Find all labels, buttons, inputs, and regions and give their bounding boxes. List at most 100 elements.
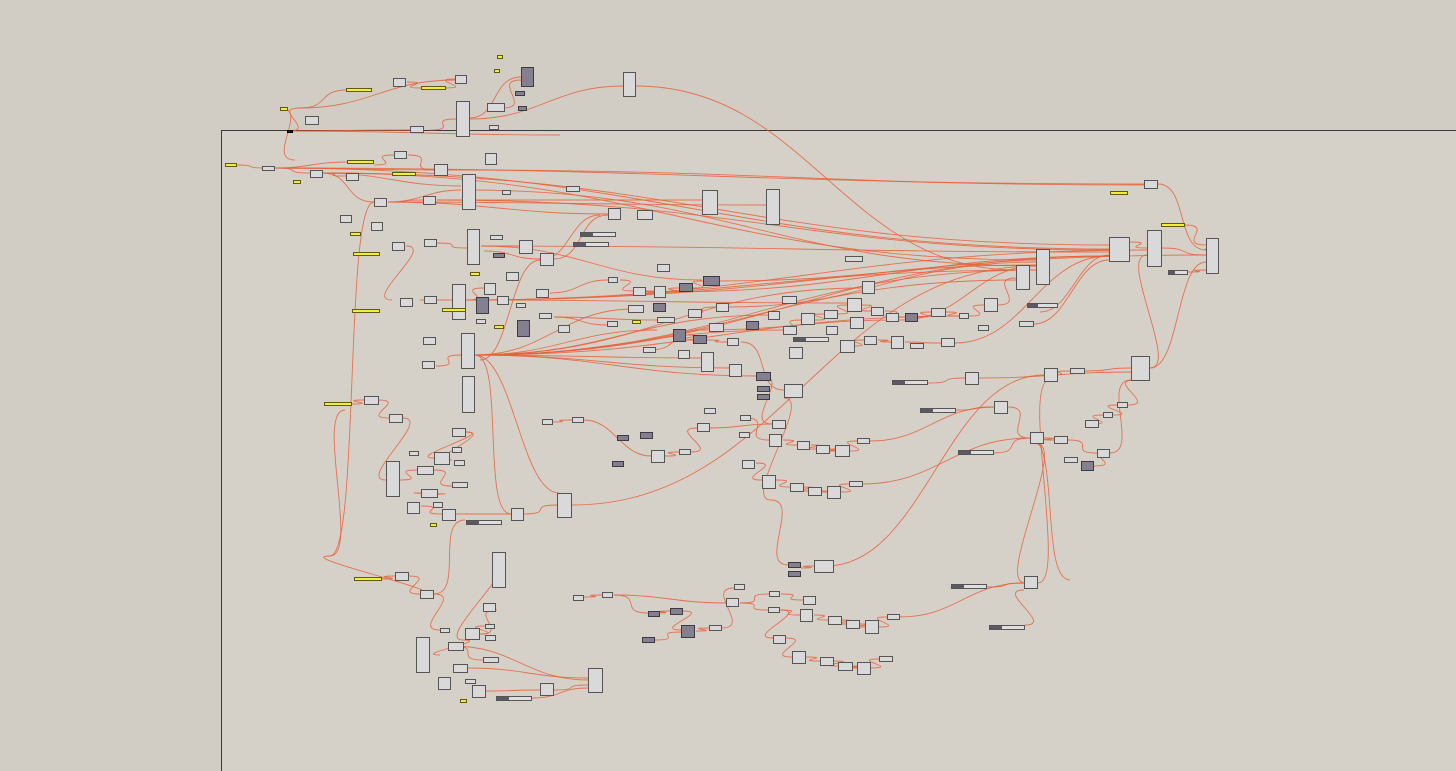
component-box[interactable] [824,310,838,319]
component-box[interactable] [709,625,722,631]
component-box[interactable] [1206,238,1219,274]
component-box[interactable] [965,372,979,385]
panel-box[interactable] [430,523,437,527]
parameter-box[interactable] [679,283,693,292]
component-box[interactable] [1044,368,1058,382]
component-box[interactable] [1085,420,1099,428]
parameter-box[interactable] [515,91,525,96]
component-box[interactable] [454,460,465,466]
component-box[interactable] [409,451,419,456]
component-box[interactable] [816,445,830,454]
panel-box[interactable] [225,163,237,167]
component-box[interactable] [709,323,724,332]
component-box[interactable] [701,352,714,372]
component-box[interactable] [407,502,420,514]
component-box[interactable] [410,126,424,133]
number-slider[interactable] [1027,303,1058,308]
component-box[interactable] [769,434,782,447]
component-box[interactable] [492,552,506,588]
parameter-box[interactable] [693,335,707,344]
component-box[interactable] [506,272,519,281]
component-box[interactable] [1097,449,1110,458]
parameter-box[interactable] [640,432,653,439]
component-box[interactable] [588,668,603,693]
component-box[interactable] [628,305,644,313]
component-box[interactable] [452,447,462,453]
component-box[interactable] [540,253,554,266]
parameter-box[interactable] [757,394,770,400]
component-box[interactable] [465,679,476,684]
component-box[interactable] [516,303,526,308]
component-box[interactable] [835,445,850,457]
parameter-box[interactable] [670,608,683,615]
parameter-box[interactable] [493,253,505,258]
component-box[interactable] [392,242,405,251]
parameter-box[interactable] [905,313,918,322]
component-box[interactable] [1030,432,1044,444]
component-box[interactable] [1070,368,1085,374]
parameter-box[interactable] [518,106,527,111]
component-box[interactable] [1117,402,1128,408]
component-box[interactable] [727,338,739,346]
component-box[interactable] [1144,180,1158,189]
component-box[interactable] [416,637,430,673]
component-box[interactable] [374,198,387,207]
component-box[interactable] [540,683,554,696]
component-box[interactable] [371,222,383,231]
component-box[interactable] [536,289,549,298]
component-box[interactable] [797,441,810,450]
number-slider[interactable] [989,625,1025,630]
component-box[interactable] [768,311,780,320]
component-box[interactable] [803,596,816,605]
component-box[interactable] [768,607,780,613]
component-box[interactable] [394,151,407,159]
component-box[interactable] [782,296,797,304]
component-box[interactable] [497,296,509,305]
parameter-box[interactable] [1081,461,1094,471]
component-box[interactable] [489,125,499,130]
component-box[interactable] [346,173,359,181]
parameter-box[interactable] [746,321,759,330]
component-box[interactable] [487,103,505,112]
component-box[interactable] [483,657,499,663]
component-box[interactable] [607,321,618,327]
component-box[interactable] [857,438,870,444]
component-box[interactable] [769,591,780,597]
component-box[interactable] [456,101,470,137]
component-box[interactable] [417,466,434,475]
parameter-box[interactable] [756,372,771,381]
component-box[interactable] [608,277,618,283]
component-box[interactable] [389,414,403,423]
component-box[interactable] [519,240,533,254]
component-box[interactable] [455,75,467,84]
component-box[interactable] [704,408,716,414]
component-box[interactable] [386,461,400,497]
component-box[interactable] [850,317,864,329]
number-slider[interactable] [951,584,987,589]
panel-box[interactable] [442,308,466,312]
panel-box[interactable] [352,309,380,313]
component-box[interactable] [931,308,946,317]
panel-box[interactable] [632,320,641,324]
component-box[interactable] [485,153,497,165]
component-box[interactable] [827,486,841,499]
component-box[interactable] [657,317,675,323]
panel-box[interactable] [460,699,467,703]
component-box[interactable] [886,313,899,322]
panel-box[interactable] [497,55,503,59]
component-box[interactable] [573,595,584,601]
component-box[interactable] [424,239,437,247]
component-box[interactable] [862,281,875,294]
component-box[interactable] [887,614,900,620]
component-box[interactable] [637,210,653,220]
number-slider[interactable] [466,520,502,525]
panel-box[interactable] [346,88,372,92]
component-box[interactable] [340,215,352,223]
parameter-box[interactable] [517,320,530,337]
component-box[interactable] [364,396,379,405]
parameter-box[interactable] [788,562,801,568]
parameter-box[interactable] [521,67,534,87]
component-box[interactable] [808,487,822,496]
component-box[interactable] [453,664,468,673]
component-box[interactable] [734,584,745,590]
